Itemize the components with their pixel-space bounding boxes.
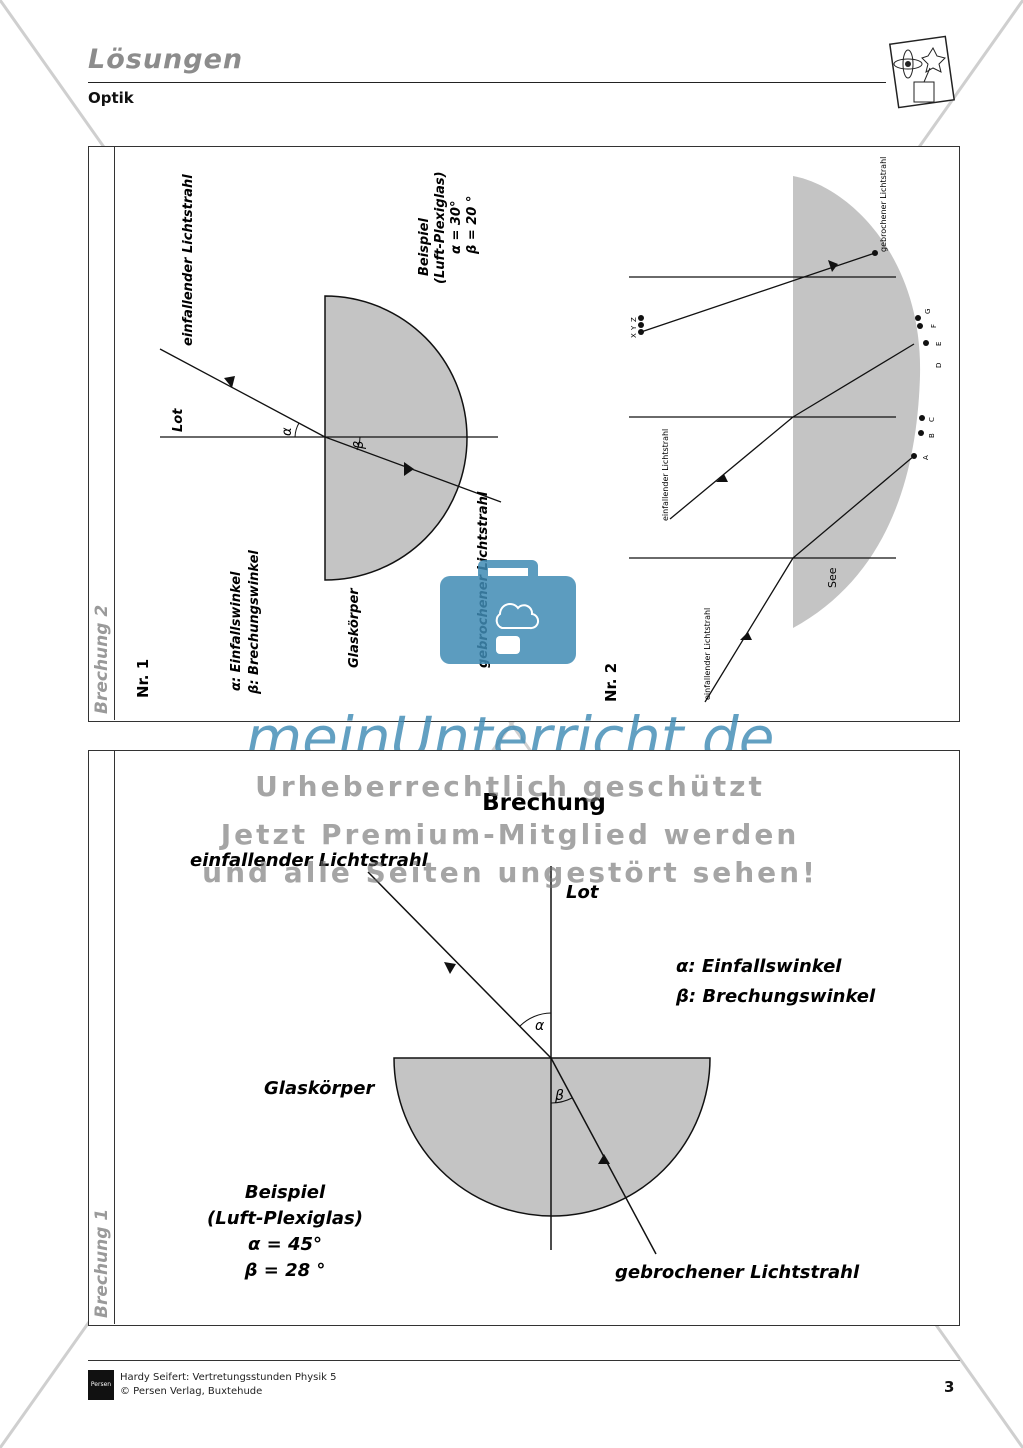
nr2-point-e: E [935,342,943,346]
alpha-label: α [535,1018,545,1034]
nr1-number: Nr. 1 [134,659,152,698]
example-line-1: Beispiel [245,1182,326,1203]
watermark-line-3: und alle Seiten ungestört sehen! [202,856,818,889]
nr1-legend-1: α: Einfallswinkel [229,571,244,691]
legend-beta: β: Brechungswinkel [675,986,876,1007]
nr1-glass-body [324,295,468,581]
card-brechung-1 [88,750,960,1326]
nr2-point-f: F [930,324,938,328]
nr2-incident-label-1: einfallender Lichtstrahl [661,429,670,521]
incident-ray-label: einfallender Lichtstrahl [190,850,429,871]
nr2-number: Nr. 2 [602,663,620,702]
card-tab-brechung-2 [88,146,115,720]
example-line-3: α = 45° [248,1234,322,1255]
normal-label: Lot [566,882,600,903]
watermark-line-2: Jetzt Premium-Mitglied werden [220,818,800,851]
header-title: Lösungen [88,44,244,75]
nr1-example-3: α = 30° [449,201,464,254]
nr2-incident-label-2: einfallender Lichtstrahl [703,608,712,700]
nr2-point-g: G [924,309,932,314]
diagram-brechung-1: Brechung α β einfallender Lichtstrahl Lo… [190,790,876,1283]
glass-body-label: Glaskörper [264,1078,375,1099]
nr2-point-x: X [630,333,638,338]
nr2-point-z: Z [630,317,638,322]
refracted-arrow [598,1154,610,1164]
nr1-example-1: Beispiel [417,218,432,276]
watermark-line-1: Urheberrechtlich geschützt [255,770,765,803]
nr1-body-label: Glaskörper [347,587,362,668]
nr1-refracted-arrow [404,462,414,476]
header-logo-icon [888,35,956,109]
footer-publisher: © Persen Verlag, Buxtehude [120,1386,263,1397]
brechung-title: Brechung [482,790,606,816]
nr2-point-y: Y [630,325,638,331]
publisher-logo: Persen [88,1370,114,1400]
nr2-point-c: C [928,417,936,422]
nr1-incident-label: einfallender Lichtstrahl [181,174,196,346]
nr1-beta: β [352,441,367,450]
nr1-example-2: (Luft-Plexiglas) [433,171,448,284]
card-tab-brechung-1 [88,750,115,1324]
nr2-point-d: D [935,363,943,368]
nr1-example-4: β = 20 ° [465,196,480,255]
nr1-incident-arrow [224,376,235,388]
nr2-refracted-label: gebrochener Lichtstrahl [879,157,888,252]
legend-alpha: α: Einfallswinkel [676,956,842,977]
briefcase-icon [440,560,576,664]
beta-label: β [554,1088,564,1104]
footer-divider [88,1360,960,1361]
nr1-alpha: α [280,427,295,436]
nr2-lake-shape [793,176,921,628]
nr1-legend-2: β: Brechungswinkel [247,550,262,695]
footer-author: Hardy Seifert: Vertretungsstunden Physik… [120,1372,337,1383]
page-number: 3 [944,1378,955,1396]
header-divider [88,82,886,83]
incident-ray [367,871,552,1059]
nr2-point-a: A [922,455,930,460]
nr1-normal-label: Lot [171,408,186,432]
refracted-ray-label: gebrochener Lichtstrahl [615,1262,860,1283]
header-subject: Optik [88,89,134,107]
example-line-2: (Luft-Plexiglas) [207,1208,363,1229]
nr2-point-b: B [928,433,936,438]
nr1-incident-ray [159,348,326,438]
incident-arrow [444,962,456,974]
nr2-lake-label: See [826,567,839,588]
example-line-4: β = 28 ° [244,1260,326,1281]
glass-body [393,1057,711,1217]
